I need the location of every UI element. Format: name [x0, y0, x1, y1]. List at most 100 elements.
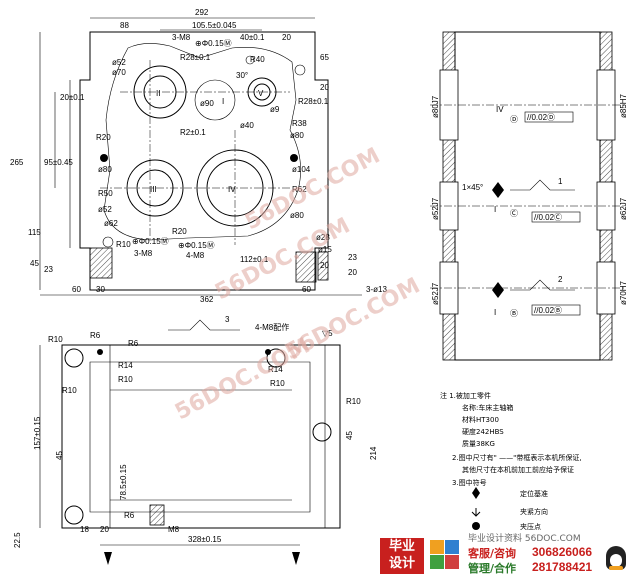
dim-30deg: 30°: [236, 71, 248, 80]
bore-i-circle: [194, 79, 236, 121]
dim-d62: ø62: [104, 219, 118, 228]
bottom-hole-bl: [64, 505, 84, 525]
dim-88: 88: [120, 21, 129, 30]
tag-2: 2: [558, 275, 563, 284]
tol-frame-1: [524, 111, 574, 123]
bottom-clamp-2: [265, 349, 271, 355]
dim-105: 105.5±0.045: [192, 21, 237, 30]
dim-d90: ø90: [200, 99, 214, 108]
dim-d104: ø104: [292, 165, 311, 174]
bottom-rail-right: [292, 344, 326, 529]
top-view-inner-contour: [103, 43, 301, 241]
tol-frame-s2: //0.02Ⓒ: [534, 213, 562, 222]
note-l7: 3.图中符号: [452, 478, 487, 487]
dim-18: 18: [80, 525, 89, 534]
bottom-outline: [61, 344, 341, 529]
datum-b: Ⓑ: [510, 309, 518, 318]
datum-c: Ⓒ: [510, 209, 518, 218]
roman-iv: IV: [228, 185, 236, 194]
tol-frame-mid: ⊕Φ0.15Ⓜ: [132, 237, 169, 246]
footer-num1: 306826066: [532, 545, 593, 559]
dim-157: 157±0.15: [33, 416, 42, 450]
dim-45: 45: [30, 259, 39, 268]
dim-r50: R50: [98, 189, 113, 198]
dim-3d13: 3-ø13: [366, 285, 387, 294]
dim-d80b: ø80: [290, 211, 304, 220]
bottom-rail-left: [75, 344, 111, 529]
bottom-inner-frame: [89, 361, 311, 513]
roman-i-section: I: [494, 205, 496, 214]
dim-r28: R28±0.1: [180, 53, 211, 62]
dim-20-bot: 20: [100, 525, 109, 534]
dim-40: 40±0.1: [240, 33, 265, 42]
bore-iii-outer: [126, 159, 184, 217]
datum-symbol-1: [492, 182, 504, 198]
leader-1: [510, 179, 575, 191]
dim-d9: ø9: [270, 105, 280, 114]
note-l2: 材料HT300: [462, 415, 499, 424]
dim-23b: 23: [348, 253, 357, 262]
dim-r28b: R28±0.1: [298, 97, 329, 106]
bottom-hole-r: [312, 422, 332, 442]
dim-95: 95±0.45: [44, 158, 73, 167]
dim-r10: R10: [116, 240, 131, 249]
hole-top-mid: [245, 55, 255, 65]
watermark-2: 56DOC.COM: [211, 213, 354, 305]
note-l3: 硬度242HBS: [462, 427, 504, 436]
dim-r10d: R10: [270, 379, 285, 388]
label-d70h7: ø70H7: [619, 280, 628, 305]
tag-1: 1: [558, 177, 563, 186]
label-d52j7: ø52J7: [431, 197, 440, 220]
note-symbol-datum: [472, 487, 480, 499]
dim-r20b: R20: [172, 227, 187, 236]
footer-site: 毕业设计资料 56DOC.COM: [468, 534, 581, 544]
footer-kefu: 客服/咨询: [468, 547, 517, 560]
dim-r6b: R6: [128, 339, 139, 348]
dim-30: 30: [96, 285, 105, 294]
dim-22: 22.5: [13, 532, 22, 548]
logo-line-2: 设计: [388, 556, 415, 571]
note-l4: 质量38KG: [462, 439, 495, 448]
dim-r62: R62: [292, 185, 307, 194]
roman-i-section2: I: [494, 308, 496, 317]
label-chamfer: 1×45°: [462, 183, 483, 192]
logo-line-1: 毕业: [388, 539, 415, 554]
dim-20-top: 20: [282, 33, 291, 42]
dim-r10e: R10: [346, 397, 361, 406]
section-view: [430, 31, 625, 361]
bottom-hole-tl: [64, 348, 84, 368]
bottom-clamp-1: [97, 349, 103, 355]
tol-frame-s3: //0.02Ⓑ: [534, 306, 562, 315]
dim-60b: 60: [302, 285, 311, 294]
dim-112: 112±0.1: [240, 255, 269, 264]
label-3m8-bot: 3-M8: [134, 249, 153, 258]
dim-292: 292: [195, 8, 209, 17]
dim-d70: ø70: [112, 68, 126, 77]
dim-d80-left: ø80: [98, 165, 112, 174]
note-symbol-clamp: [471, 508, 481, 517]
section-outline: [454, 31, 601, 361]
watermark-4: 56DOC.COM: [171, 333, 314, 425]
foot-hatch-right: [295, 251, 317, 283]
dim-65: 65: [320, 53, 329, 62]
dim-r10b: R10: [118, 375, 133, 384]
tol-frame-3: [531, 304, 581, 316]
dim-20d: 20: [348, 268, 357, 277]
roman-v: V: [258, 89, 264, 98]
dim-20c: 20±0.1: [60, 93, 85, 102]
dim-d52: ø52: [112, 58, 126, 67]
tol-frame-s1: //0.02Ⓓ: [527, 113, 555, 122]
dim-214: 214: [369, 446, 378, 460]
bottom-view: [39, 319, 341, 565]
clamp-point-left: [100, 154, 108, 162]
tol-frame-2: [531, 211, 581, 223]
foot-hatch-right2: [317, 251, 329, 281]
footer-guanli: 管理/合作: [468, 562, 517, 575]
tol-frame-top: ⊕Φ0.15Ⓜ: [195, 39, 232, 48]
dim-r6c: R6: [124, 511, 135, 520]
dim-r10a: R10: [48, 335, 63, 344]
dim-r2: R2±0.1: [180, 128, 206, 137]
top-view: [39, 17, 362, 296]
datum-d: Ⓓ: [510, 115, 518, 124]
